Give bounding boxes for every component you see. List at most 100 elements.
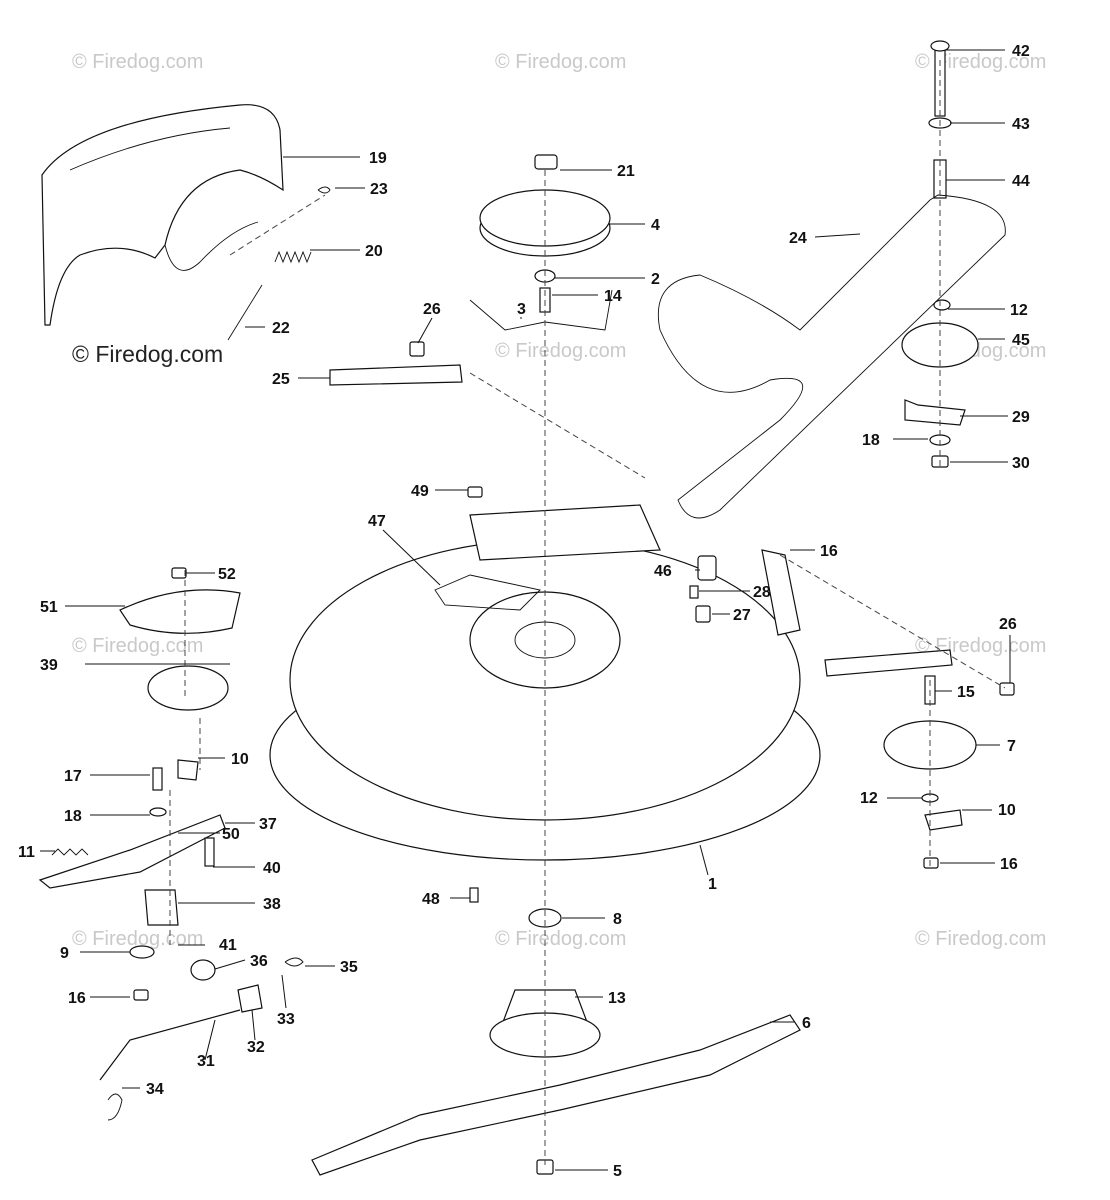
bracket-part bbox=[924, 809, 963, 831]
callout-number: 38 bbox=[263, 896, 281, 913]
assembly-lines bbox=[169, 60, 1006, 1165]
callout-number: 33 bbox=[277, 1011, 295, 1028]
leader-line bbox=[214, 959, 246, 970]
shoulder-bolt-part bbox=[409, 341, 425, 357]
callout-number: 30 bbox=[1012, 455, 1030, 472]
spring-part bbox=[51, 848, 89, 856]
callout-number: 26 bbox=[999, 616, 1017, 633]
callout-number: 10 bbox=[231, 751, 249, 768]
idler-arm-part bbox=[329, 364, 463, 386]
callout-number: 25 bbox=[272, 371, 290, 388]
locknut-part bbox=[923, 857, 939, 869]
bearing-part bbox=[528, 908, 562, 928]
callout-number: 27 bbox=[733, 607, 751, 624]
callout-number: 29 bbox=[1012, 409, 1030, 426]
callout-number: 50 bbox=[222, 826, 240, 843]
bracket-part bbox=[761, 549, 801, 636]
watermark: © Firedog.com bbox=[72, 928, 203, 950]
bracket-part bbox=[144, 889, 179, 926]
callout-number: 31 bbox=[197, 1053, 215, 1070]
callout-number: 39 bbox=[40, 657, 58, 674]
callout-number: 4 bbox=[651, 217, 660, 234]
lever-rod-part bbox=[99, 1009, 241, 1081]
callout-number: 14 bbox=[604, 288, 622, 305]
callout-number: 1 bbox=[708, 876, 717, 893]
leader-line bbox=[204, 1019, 216, 1061]
locknut-part bbox=[467, 486, 483, 498]
idler-arm-part bbox=[824, 649, 953, 677]
hairpin-part bbox=[317, 186, 331, 194]
locknut-part bbox=[133, 989, 149, 1001]
callout-number: 16 bbox=[1000, 856, 1018, 873]
nut-part bbox=[534, 154, 558, 170]
watermark: © Firedog.com bbox=[72, 635, 203, 657]
block-part bbox=[237, 984, 263, 1013]
callout-number: 47 bbox=[368, 513, 386, 530]
callout-number: 3 bbox=[517, 301, 526, 318]
washer-part bbox=[129, 945, 155, 959]
assembly-line bbox=[229, 194, 326, 256]
callout-number: 11 bbox=[18, 844, 35, 861]
callout-number: 16 bbox=[68, 990, 86, 1007]
callout-number: 18 bbox=[862, 432, 880, 449]
callout-number: 34 bbox=[146, 1081, 164, 1098]
idler-pulley-part bbox=[147, 665, 229, 711]
bolt-part bbox=[152, 767, 163, 791]
callout-number: 48 bbox=[422, 891, 440, 908]
callout-number: 7 bbox=[1007, 738, 1016, 755]
callout-number: 10 bbox=[998, 802, 1016, 819]
callout-number: 21 bbox=[617, 163, 635, 180]
discharge-cover-detail bbox=[69, 127, 259, 271]
watermark: © Firedog.com bbox=[495, 928, 626, 950]
callout-number: 24 bbox=[789, 230, 807, 247]
callout-number: 16 bbox=[820, 543, 838, 560]
bracket-part bbox=[434, 574, 541, 611]
watermark: © Firedog.com bbox=[915, 51, 1046, 73]
leader-line bbox=[814, 233, 861, 238]
callout-number: 41 bbox=[219, 937, 237, 954]
callout-number: 12 bbox=[860, 790, 878, 807]
watermark: © Firedog.com bbox=[495, 51, 626, 73]
assembly-line bbox=[469, 372, 646, 479]
callout-number: 36 bbox=[250, 953, 268, 970]
callout-number: 42 bbox=[1012, 43, 1030, 60]
bracket-part bbox=[177, 759, 199, 781]
drive-belt-part bbox=[657, 194, 1006, 519]
callout-labels: 1 2 3 4 5 6 7 8 9 10 10 11 12 12 13 14 1… bbox=[18, 43, 1030, 1180]
callout-number: 22 bbox=[272, 320, 290, 337]
callout-number: 28 bbox=[753, 584, 771, 601]
callout-number: 9 bbox=[60, 945, 69, 962]
shoulder-bolt-part bbox=[999, 682, 1015, 696]
callout-number: 8 bbox=[613, 911, 622, 928]
callout-number: 43 bbox=[1012, 116, 1030, 133]
part-drawings bbox=[38, 40, 1015, 1176]
sleeve-part bbox=[695, 605, 711, 623]
callout-number: 46 bbox=[654, 563, 672, 580]
callout-number: 32 bbox=[247, 1039, 265, 1056]
callout-number: 37 bbox=[259, 816, 277, 833]
leader-line bbox=[417, 317, 433, 344]
idler-bolt-head bbox=[930, 40, 950, 52]
callout-number: 2 bbox=[651, 271, 660, 288]
callout-number: 26 bbox=[423, 301, 441, 318]
bolt-part bbox=[204, 837, 215, 867]
callout-number: 19 bbox=[369, 150, 387, 167]
callout-number: 45 bbox=[1012, 332, 1030, 349]
discharge-cover-part bbox=[41, 104, 284, 326]
assembly-line bbox=[779, 554, 1006, 689]
mower-blade-part bbox=[311, 1014, 801, 1176]
spring-cup-part bbox=[697, 555, 717, 581]
washer-part bbox=[933, 299, 951, 311]
rod-part bbox=[227, 284, 263, 341]
callout-number: 44 bbox=[1012, 173, 1030, 190]
callout-number: 13 bbox=[608, 990, 626, 1007]
callout-number: 40 bbox=[263, 860, 281, 877]
callout-number: 49 bbox=[411, 483, 429, 500]
callout-number: 5 bbox=[613, 1163, 622, 1180]
spring-part bbox=[274, 250, 312, 264]
leader-line bbox=[281, 974, 287, 1009]
locknut-part bbox=[171, 567, 187, 579]
bolt-part bbox=[469, 887, 479, 903]
leader-line bbox=[382, 529, 441, 586]
